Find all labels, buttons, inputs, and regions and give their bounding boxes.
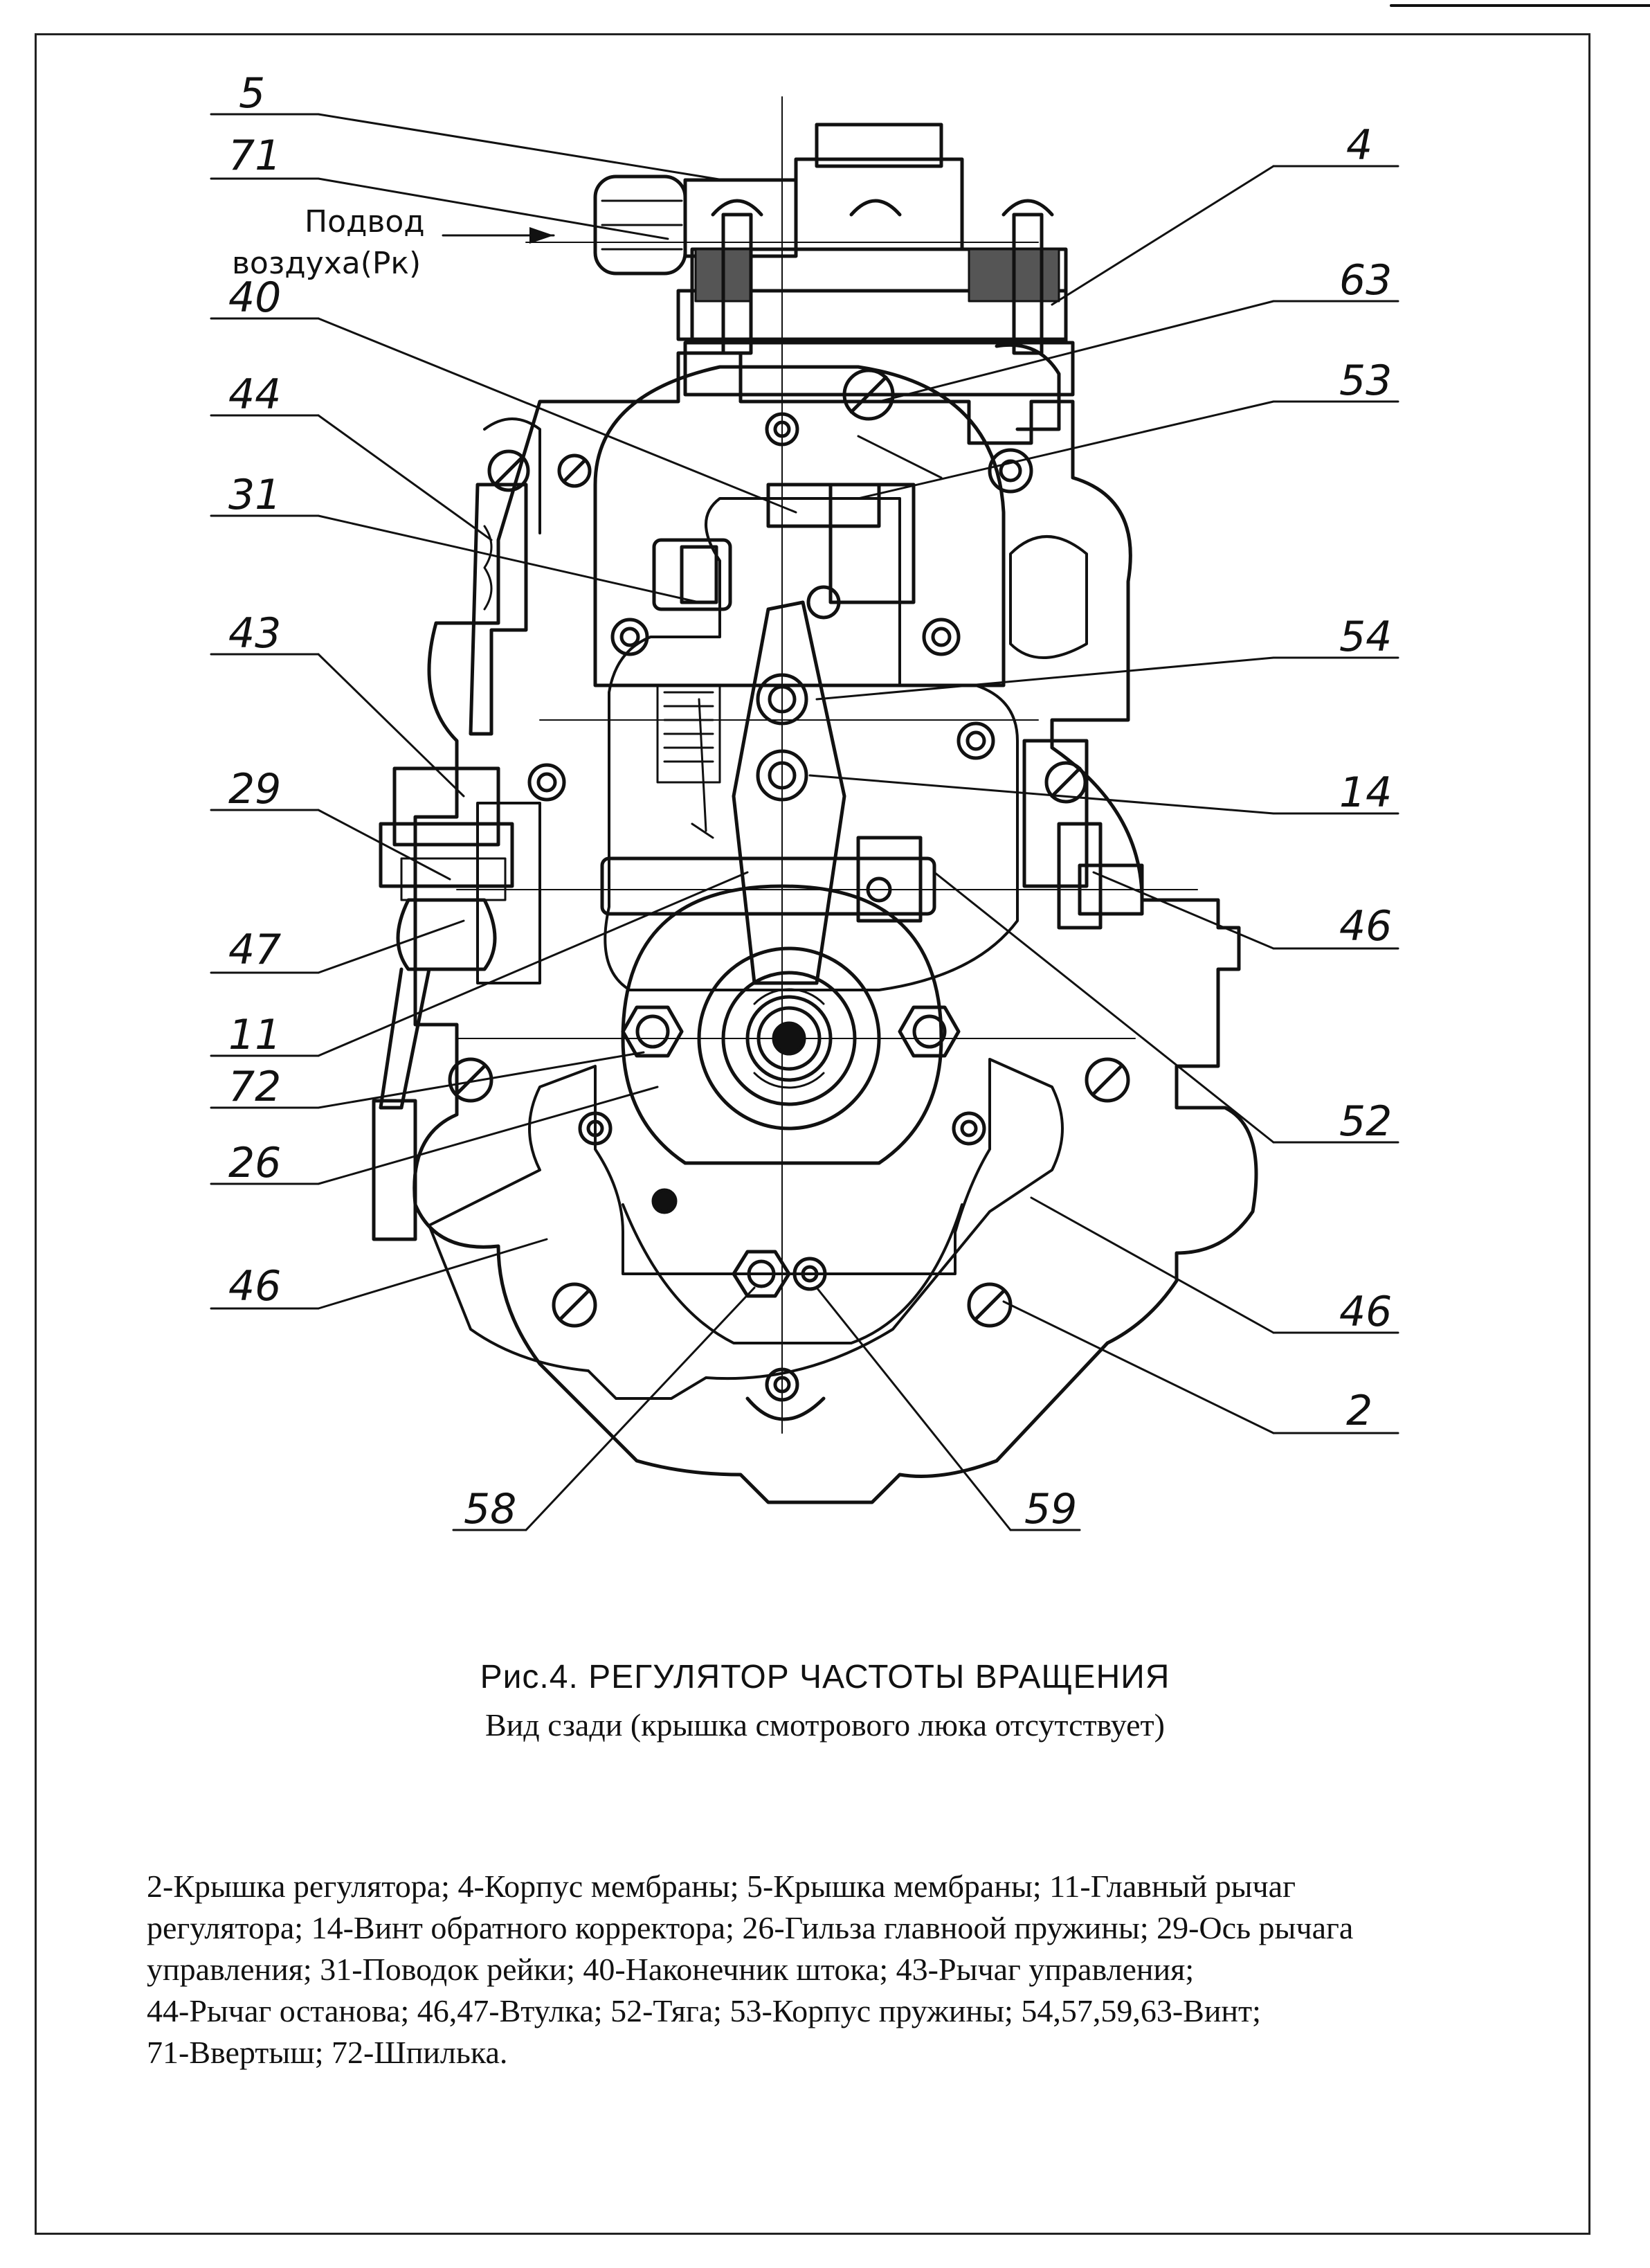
stop-lever <box>469 417 541 736</box>
callout-44: 44 <box>228 370 281 419</box>
callout-46-left: 46 <box>228 1262 281 1311</box>
main-lever <box>600 600 936 985</box>
drawing-frame <box>35 33 1590 2235</box>
callout-46-right-bottom: 46 <box>1339 1288 1392 1336</box>
callout-59: 59 <box>1024 1485 1077 1533</box>
leader-lines <box>210 113 1399 1531</box>
callout-72: 72 <box>228 1063 281 1111</box>
callout-5: 5 <box>239 69 265 118</box>
parts-legend: 2-Крышка регулятора; 4-Корпус мембраны; … <box>147 1866 1559 2073</box>
legend-line: 2-Крышка регулятора; 4-Корпус мембраны; … <box>147 1869 1296 1904</box>
callout-43: 43 <box>228 609 281 658</box>
legend-line: управления; 31-Поводок рейки; 40-Наконеч… <box>147 1952 1195 1987</box>
control-lever <box>372 766 541 1241</box>
callout-11: 11 <box>228 1011 281 1059</box>
callout-40: 40 <box>228 273 281 322</box>
center-lines <box>456 96 1198 1434</box>
air-inlet-line2: воздуха(Рк) <box>232 246 421 281</box>
callout-53: 53 <box>1339 357 1392 405</box>
air-inlet-line1: Подвод <box>305 204 425 240</box>
callout-47: 47 <box>228 926 281 974</box>
right-bushing <box>1022 739 1144 930</box>
callout-4: 4 <box>1346 121 1372 170</box>
regulator-cover <box>428 1058 1064 1421</box>
callout-2: 2 <box>1346 1387 1372 1435</box>
callout-26: 26 <box>228 1139 281 1187</box>
figure-caption-subtitle: Вид сзади (крышка смотрового люка отсутс… <box>485 1707 1165 1743</box>
callout-63: 63 <box>1339 256 1392 305</box>
callout-54: 54 <box>1339 613 1392 661</box>
callout-58: 58 <box>464 1485 516 1533</box>
callout-29: 29 <box>228 765 281 813</box>
callout-31: 31 <box>228 471 281 519</box>
figure-caption-title: Рис.4. РЕГУЛЯТОР ЧАСТОТЫ ВРАЩЕНИЯ <box>480 1659 1170 1695</box>
legend-line: регулятора; 14-Винт обратного корректора… <box>147 1910 1354 1945</box>
callout-71: 71 <box>228 132 281 180</box>
callout-52: 52 <box>1339 1097 1392 1146</box>
legend-line: 44-Рычаг останова; 46,47-Втулка; 52-Тяга… <box>147 1993 1261 2028</box>
callout-46-right-top: 46 <box>1339 902 1392 951</box>
legend-line: 71-Ввертыш; 72-Шпилька. <box>147 2035 508 2070</box>
callout-14: 14 <box>1339 768 1392 817</box>
corrector-spring <box>656 684 721 839</box>
rack-link <box>652 483 916 620</box>
